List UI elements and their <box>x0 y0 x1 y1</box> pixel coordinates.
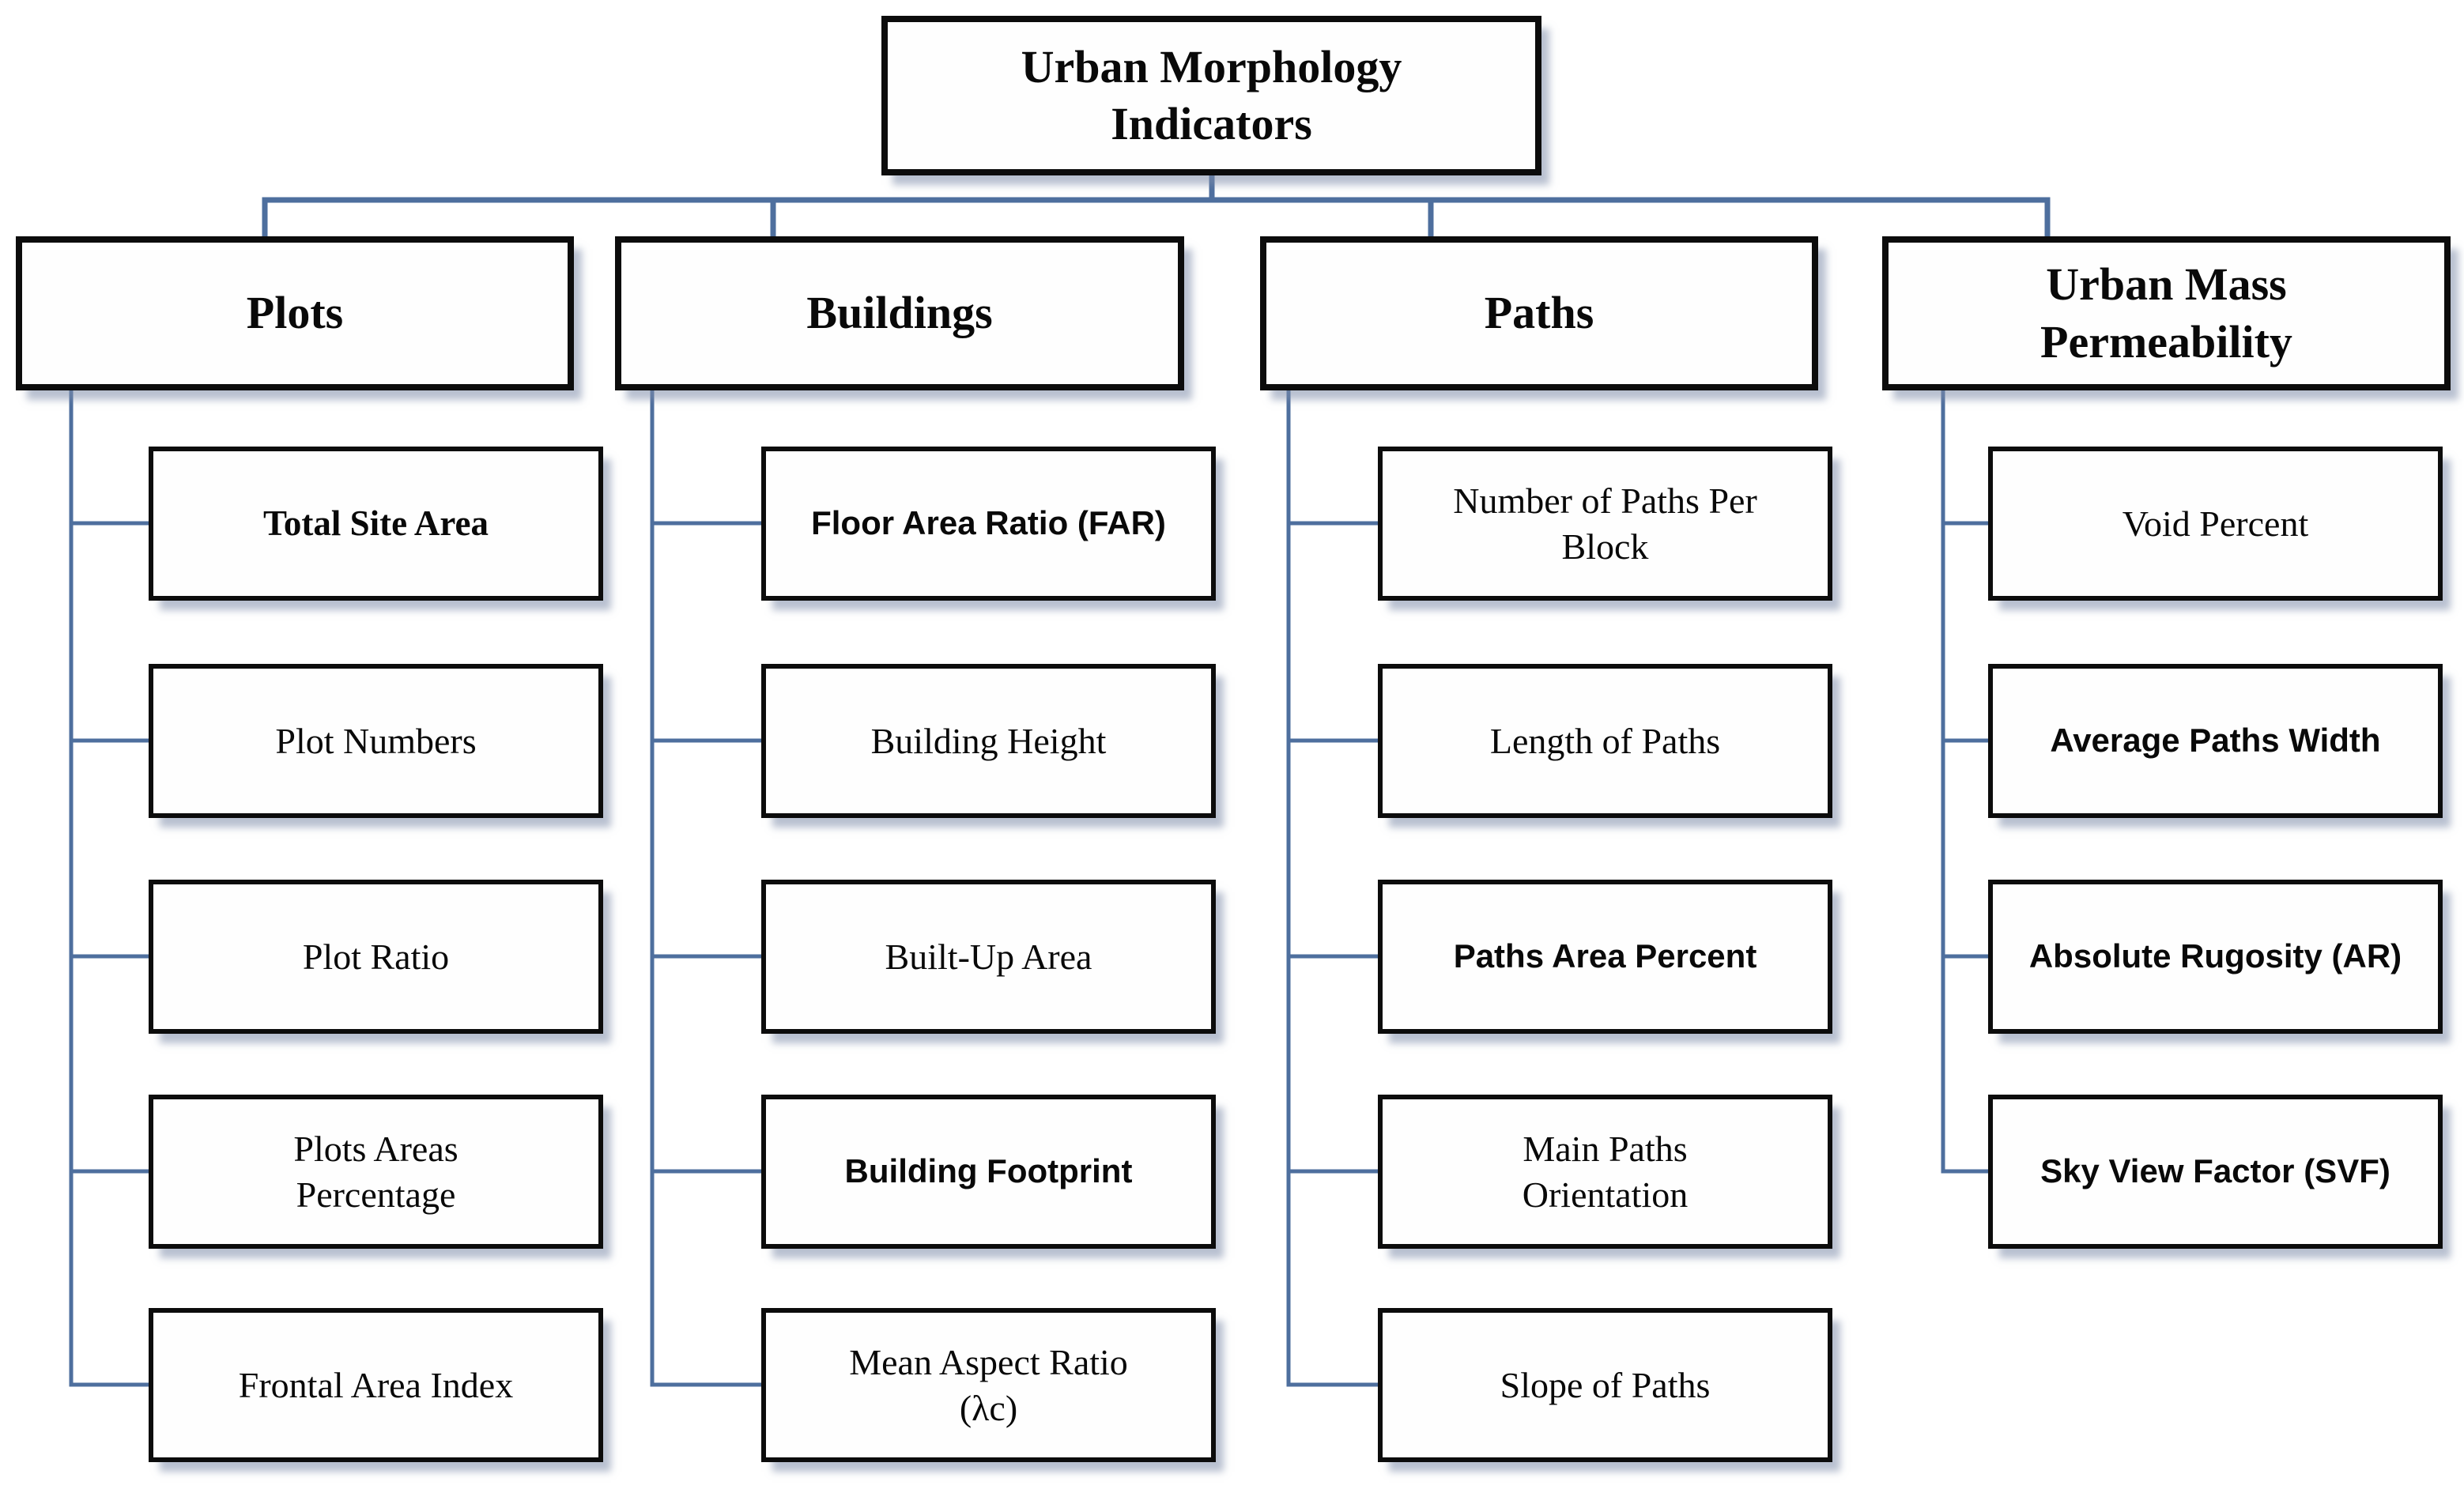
indicator-label: Plot Numbers <box>275 720 477 761</box>
indicator-label: Plot Ratio <box>302 936 450 977</box>
node-main-paths-orientation: Main Paths Orientation <box>1378 1095 1832 1249</box>
node-urban-morphology-indicators: Urban Morphology Indicators <box>881 16 1541 175</box>
node-urban-mass-permeability: Urban Mass Permeability <box>1882 236 2451 390</box>
plots-branch-connector <box>69 388 151 1387</box>
indicator-label: Absolute Rugosity (AR) <box>2028 937 2402 975</box>
category-label: Plots <box>246 287 344 339</box>
node-floor-area-ratio: Floor Area Ratio (FAR) <box>761 447 1216 601</box>
node-built-up-area: Built-Up Area <box>761 880 1216 1034</box>
indicator-label: Number of Paths Per Block <box>1453 481 1757 567</box>
root-bus-connector <box>262 172 2051 239</box>
node-plots-areas-percentage: Plots Areas Percentage <box>149 1095 603 1249</box>
node-slope-of-paths: Slope of Paths <box>1378 1308 1832 1462</box>
indicator-label: Total Site Area <box>262 503 489 544</box>
node-plot-ratio: Plot Ratio <box>149 880 603 1034</box>
indicator-label: Building Height <box>870 720 1107 761</box>
indicator-label: Paths Area Percent <box>1453 937 1757 975</box>
indicator-label: Void Percent <box>2122 503 2309 544</box>
indicator-label: Built-Up Area <box>885 936 1092 977</box>
category-label: Buildings <box>806 287 993 339</box>
node-number-of-paths-per-block: Number of Paths Per Block <box>1378 447 1832 601</box>
node-frontal-area-index: Frontal Area Index <box>149 1308 603 1462</box>
node-buildings: Buildings <box>615 236 1184 390</box>
node-average-paths-width: Average Paths Width <box>1988 664 2443 818</box>
node-mean-aspect-ratio: Mean Aspect Ratio (λc) <box>761 1308 1216 1462</box>
indicator-label: Plots Areas Percentage <box>293 1129 458 1215</box>
indicator-label: Main Paths Orientation <box>1522 1129 1689 1215</box>
indicator-label: Sky View Factor (SVF) <box>2040 1152 2390 1190</box>
node-plots: Plots <box>16 236 574 390</box>
indicator-label: Slope of Paths <box>1500 1364 1711 1405</box>
node-void-percent: Void Percent <box>1988 447 2443 601</box>
category-label: Paths <box>1484 287 1594 339</box>
node-total-site-area: Total Site Area <box>149 447 603 601</box>
ump-branch-connector <box>1941 388 1990 1174</box>
indicator-label: Building Footprint <box>844 1152 1133 1190</box>
node-building-height: Building Height <box>761 664 1216 818</box>
node-absolute-rugosity: Absolute Rugosity (AR) <box>1988 880 2443 1034</box>
node-building-footprint: Building Footprint <box>761 1095 1216 1249</box>
indicator-label: Average Paths Width <box>2050 722 2381 760</box>
node-length-of-paths: Length of Paths <box>1378 664 1832 818</box>
buildings-branch-connector <box>650 388 764 1387</box>
indicator-label: Mean Aspect Ratio (λc) <box>849 1342 1128 1428</box>
indicator-label: Length of Paths <box>1489 720 1721 761</box>
node-sky-view-factor: Sky View Factor (SVF) <box>1988 1095 2443 1249</box>
indicator-label: Frontal Area Index <box>238 1364 514 1405</box>
node-paths-area-percent: Paths Area Percent <box>1378 880 1832 1034</box>
node-plot-numbers: Plot Numbers <box>149 664 603 818</box>
category-label: Urban Mass Permeability <box>2040 258 2292 368</box>
paths-branch-connector <box>1286 388 1380 1387</box>
indicator-label: Floor Area Ratio (FAR) <box>811 504 1166 542</box>
root-node-label: Urban Morphology Indicators <box>1021 40 1402 150</box>
node-paths: Paths <box>1260 236 1818 390</box>
